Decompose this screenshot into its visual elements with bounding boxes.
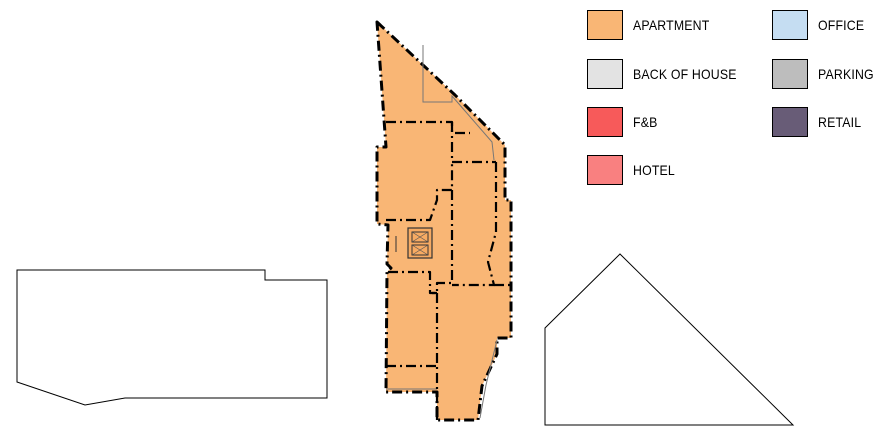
legend-label-retail: RETAIL	[818, 114, 862, 130]
legend-swatch-back-of-house	[587, 59, 623, 89]
inner-setback-line	[422, 45, 495, 161]
legend-swatch-parking	[772, 59, 808, 89]
inner-setback-line-south	[479, 339, 498, 419]
legend-swatch-apartment	[587, 10, 623, 40]
legend-label-hotel: HOTEL	[633, 162, 675, 178]
unit-partitions	[386, 120, 511, 420]
legend-item-fb: F&B	[587, 107, 661, 137]
neighbor-building-left	[16, 269, 328, 406]
legend-swatch-office	[772, 10, 808, 40]
legend-label-parking: PARKING	[818, 66, 874, 82]
building-footprint	[375, 20, 513, 422]
legend-swatch-hotel	[587, 155, 623, 185]
legend-label-back-of-house: BACK OF HOUSE	[633, 66, 737, 82]
legend-item-office: OFFICE	[772, 10, 871, 40]
legend-item-parking: PARKING	[772, 59, 881, 89]
legend-label-apartment: APARTMENT	[633, 17, 710, 33]
legend-label-fb: F&B	[633, 114, 658, 130]
legend-item-retail: RETAIL	[772, 107, 867, 137]
legend-swatch-fb	[587, 107, 623, 137]
neighbor-building-right	[544, 253, 795, 426]
legend-swatch-retail	[772, 107, 808, 137]
stair-core	[395, 227, 433, 259]
legend-item-hotel: HOTEL	[587, 155, 681, 185]
legend-label-office: OFFICE	[818, 17, 865, 33]
legend-item-apartment: APARTMENT	[587, 10, 720, 40]
legend-item-back-of-house: BACK OF HOUSE	[587, 59, 751, 89]
